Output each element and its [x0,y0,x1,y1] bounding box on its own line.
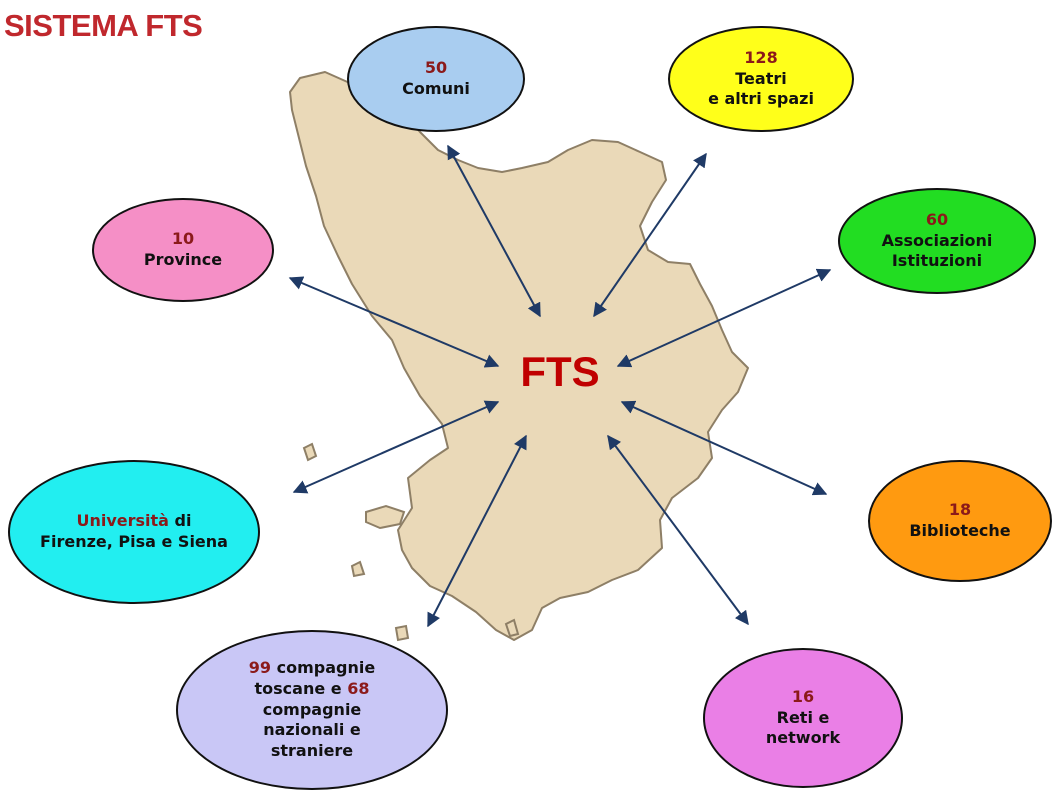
node-associazioni: 60 Associazioni Istituzioni [838,188,1036,294]
compagnie-label-3: compagnie [262,699,362,719]
node-universita: Università di Firenze, Pisa e Siena [8,460,260,604]
teatri-label-2: e altri spazi [708,89,814,109]
universita-label-2: Firenze, Pisa e Siena [40,532,228,551]
compagnie-toscane-count: 99 [248,658,272,677]
node-province: 10 Province [92,198,274,302]
node-teatri: 128 Teatri e altri spazi [668,26,854,132]
node-biblioteche: 18 Biblioteche [868,460,1052,582]
comuni-count: 50 [424,58,448,78]
arrow-reti [607,434,749,626]
island-giglio [394,624,410,642]
page-title: SISTEMA FTS [4,8,203,43]
teatri-label-1: Teatri [735,68,787,88]
associazioni-count: 60 [925,209,949,229]
arrow-teatri [593,152,707,318]
node-reti: 16 Reti e network [703,648,903,788]
comuni-label: Comuni [402,79,470,98]
island-pianosa [350,560,366,578]
island-elba [365,504,406,530]
compagnie-label-1: compagnie [271,658,376,677]
associazioni-label-1: Associazioni [881,230,993,250]
universita-line-1: Università di [76,511,191,532]
associazioni-label-2: Istituzioni [891,251,983,271]
reti-label-2: network [765,728,841,748]
node-comuni: 50 Comuni [347,26,525,132]
universita-label-part1: Università [76,511,169,531]
compagnie-line-2: toscane e 68 [255,679,370,700]
compagnie-label-5: straniere [270,741,354,761]
arrow-comuni [447,144,541,318]
province-count: 10 [171,229,195,249]
biblioteche-label: Biblioteche [909,521,1011,540]
center-label: FTS [520,348,600,395]
teatri-count: 128 [744,47,778,67]
universita-label-part2: di [168,511,192,531]
reti-label-1: Reti e [776,707,830,727]
arrow-associazioni [616,268,832,368]
biblioteche-count: 18 [948,500,972,520]
arrow-compagnie [427,434,527,628]
compagnie-line-1: 99 compagnie [249,658,375,679]
province-label: Province [143,250,223,269]
island-capraia [302,442,318,462]
reti-count: 16 [791,686,815,706]
compagnie-label-2: toscane e [254,678,348,698]
arrow-province [288,276,500,368]
compagnie-nazionali-count: 68 [347,678,370,698]
node-compagnie: 99 compagnie toscane e 68 compagnie nazi… [176,630,448,790]
compagnie-label-4: nazionali e [263,720,361,740]
arrow-universita [292,400,500,494]
